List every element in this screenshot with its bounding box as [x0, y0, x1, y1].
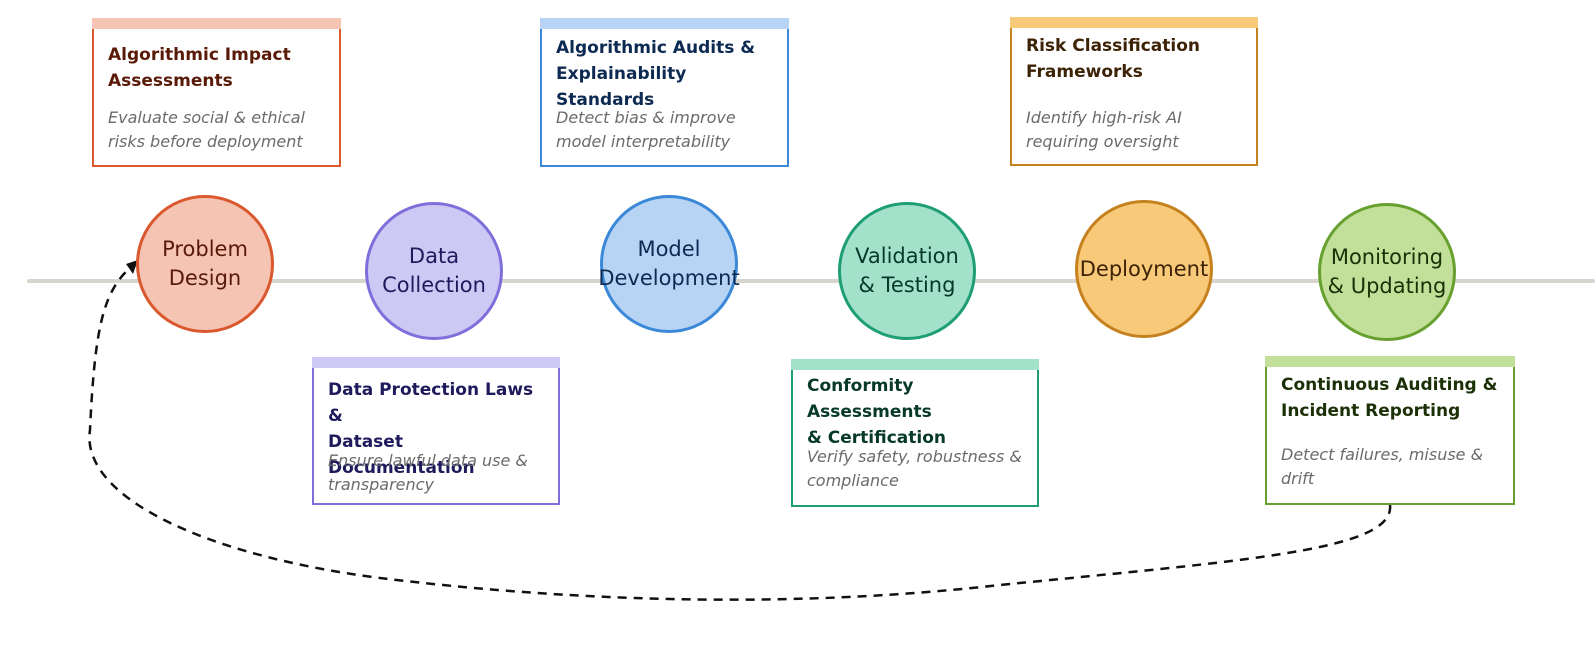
card-accent-bar [312, 357, 560, 368]
card-accent-bar [1010, 17, 1258, 28]
arrowhead-icon [126, 260, 138, 274]
card-description: Evaluate social & ethical risks before d… [108, 108, 305, 151]
card-description: Verify safety, robustness & compliance [807, 447, 1022, 490]
stage-label: Validation & Testing [855, 244, 959, 297]
card-description: Detect bias & improve model interpretabi… [556, 108, 736, 151]
stage-deployment: Deployment [1075, 200, 1213, 338]
card-algorithmic-audits: Algorithmic Audits & Explainability Stan… [540, 18, 789, 167]
card-description: Ensure lawful data use & transparency [328, 451, 528, 494]
feedback-loop-arrow [88, 265, 1392, 601]
card-accent-bar [791, 359, 1039, 370]
stage-data-collection: Data Collection [365, 202, 503, 340]
card-title: Conformity Assessments & Certification [807, 376, 946, 448]
card-data-protection: Data Protection Laws & Dataset Documenta… [312, 357, 560, 505]
card-continuous-auditing: Continuous Auditing & Incident Reporting… [1265, 356, 1515, 505]
card-title: Algorithmic Audits & Explainability Stan… [556, 38, 756, 110]
card-description: Detect failures, misuse & drift [1281, 445, 1484, 488]
stage-label: Data Collection [382, 244, 486, 297]
stage-label: Deployment [1079, 256, 1209, 281]
stage-model-development: Model Development [598, 195, 740, 333]
stage-label: Problem Design [162, 237, 248, 290]
stage-label: Monitoring & Updating [1327, 245, 1447, 298]
card-title: Data Protection Laws & Dataset Documenta… [328, 380, 534, 478]
card-description: Identify high-risk AI requiring oversigh… [1026, 108, 1182, 151]
stage-monitoring-updating: Monitoring & Updating [1318, 203, 1456, 341]
stage-validation-testing: Validation & Testing [838, 202, 976, 340]
stage-problem-design: Problem Design [136, 195, 274, 333]
card-accent-bar [92, 18, 341, 29]
stage-label: Model Development [598, 237, 740, 290]
card-title: Algorithmic Impact Assessments [108, 45, 291, 91]
card-title: Risk Classification Frameworks [1026, 36, 1200, 82]
card-accent-bar [540, 18, 789, 29]
card-title: Continuous Auditing & Incident Reporting [1281, 375, 1498, 421]
timeline-axis [27, 279, 1595, 283]
card-accent-bar [1265, 356, 1515, 367]
